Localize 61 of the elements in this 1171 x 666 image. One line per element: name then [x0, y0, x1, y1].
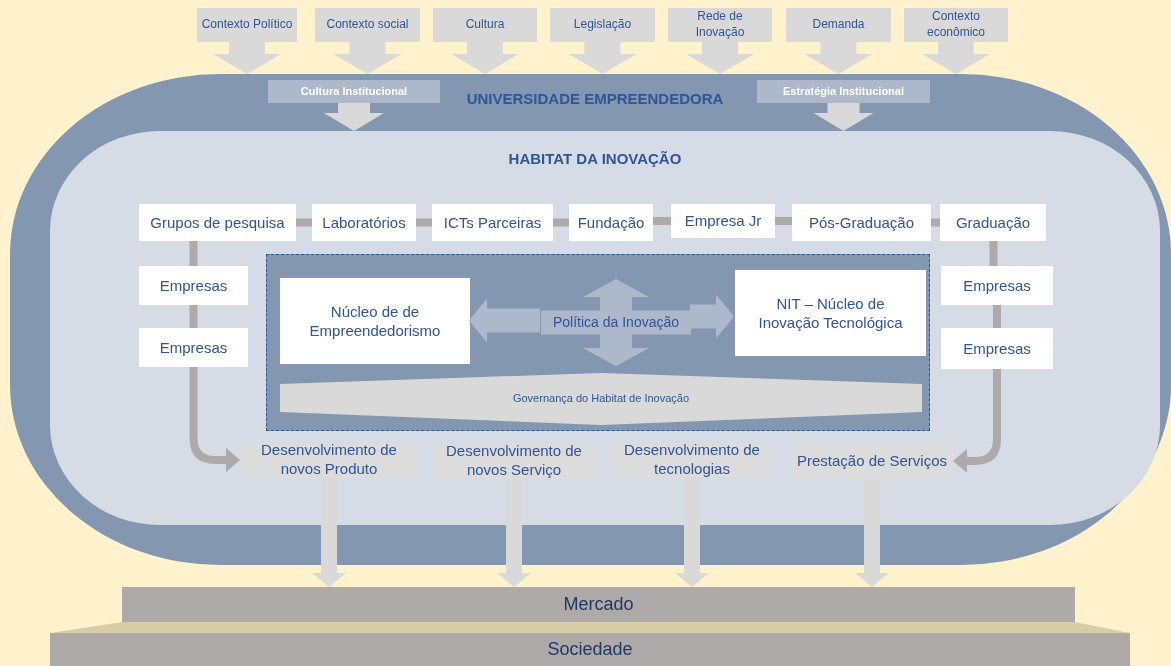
actor-box: Laboratórios: [312, 204, 416, 241]
context-box: Legislação: [550, 8, 655, 42]
connector-line: [775, 217, 792, 225]
output-box: Desenvolvimento de tecnologias: [611, 443, 773, 477]
actor-box: Fundação: [569, 204, 653, 241]
strategy-box: Estratégia Institucional: [757, 80, 930, 103]
arrow: [497, 479, 531, 587]
arrow: [690, 294, 734, 339]
arrow: [469, 298, 540, 343]
connector-line: [993, 305, 1001, 328]
platform-bar: Mercado: [122, 587, 1075, 622]
connector-line: [931, 218, 940, 227]
band-label: Governança do Habitat de Inovação: [512, 390, 690, 406]
output-box: Prestação de Serviços: [791, 443, 953, 479]
arrow: [922, 42, 990, 74]
company-box: Empresas: [139, 266, 248, 305]
arrow: [213, 42, 281, 74]
arrow: [855, 479, 889, 587]
governance-panel: [266, 254, 930, 431]
context-box: Cultura: [433, 8, 537, 42]
arrow: [312, 477, 346, 587]
arrow: [451, 42, 519, 74]
connector-line: [189, 241, 198, 266]
connector-line: [653, 217, 671, 225]
context-box: Demanda: [786, 8, 891, 42]
habitat-band: [50, 131, 1160, 525]
connector-line: [553, 218, 569, 227]
context-box: Contexto Político: [197, 8, 297, 42]
connector-line: [989, 241, 998, 266]
arrow: [686, 42, 754, 74]
connector-line: [189, 305, 198, 328]
actor-box: Graduação: [940, 204, 1046, 241]
context-box: Rede de Inovação: [668, 8, 772, 42]
actor-box: Pós-Graduação: [792, 204, 931, 241]
actor-box: ICTs Parceiras: [432, 204, 553, 241]
company-box: Empresas: [941, 266, 1053, 305]
arrow: [324, 103, 384, 131]
actor-box: Grupos de pesquisa: [139, 204, 296, 241]
section-title: HABITAT DA INOVAÇÃO: [507, 149, 683, 169]
output-box: Desenvolvimento de novos Produto: [240, 443, 418, 477]
core-box: NIT – Núcleo de Inovação Tecnológica: [735, 270, 926, 356]
arrow: [568, 42, 637, 74]
company-box: Empresas: [139, 328, 248, 367]
connector-line: [416, 218, 432, 227]
company-box: Empresas: [941, 328, 1053, 369]
context-box: Contexto social: [315, 8, 420, 42]
connector-line: [296, 218, 312, 227]
core-box: Núcleo de de Empreendedorismo: [280, 278, 470, 364]
output-box: Desenvolvimento de novos Serviço: [433, 443, 595, 479]
arrow: [813, 103, 874, 131]
arrow: [953, 369, 1001, 473]
actor-box: Empresa Jr: [671, 204, 775, 238]
arrow: [804, 42, 873, 74]
arrow-label: Política da Inovação: [552, 313, 680, 332]
platform-bar: Sociedade: [50, 633, 1130, 666]
context-box: Contexto econômico: [904, 8, 1008, 42]
arrow: [189, 367, 240, 472]
university-band: [10, 74, 1171, 565]
strategy-box: Cultura Institucional: [268, 80, 440, 103]
arrow: [333, 42, 402, 74]
arrow: [675, 477, 709, 587]
